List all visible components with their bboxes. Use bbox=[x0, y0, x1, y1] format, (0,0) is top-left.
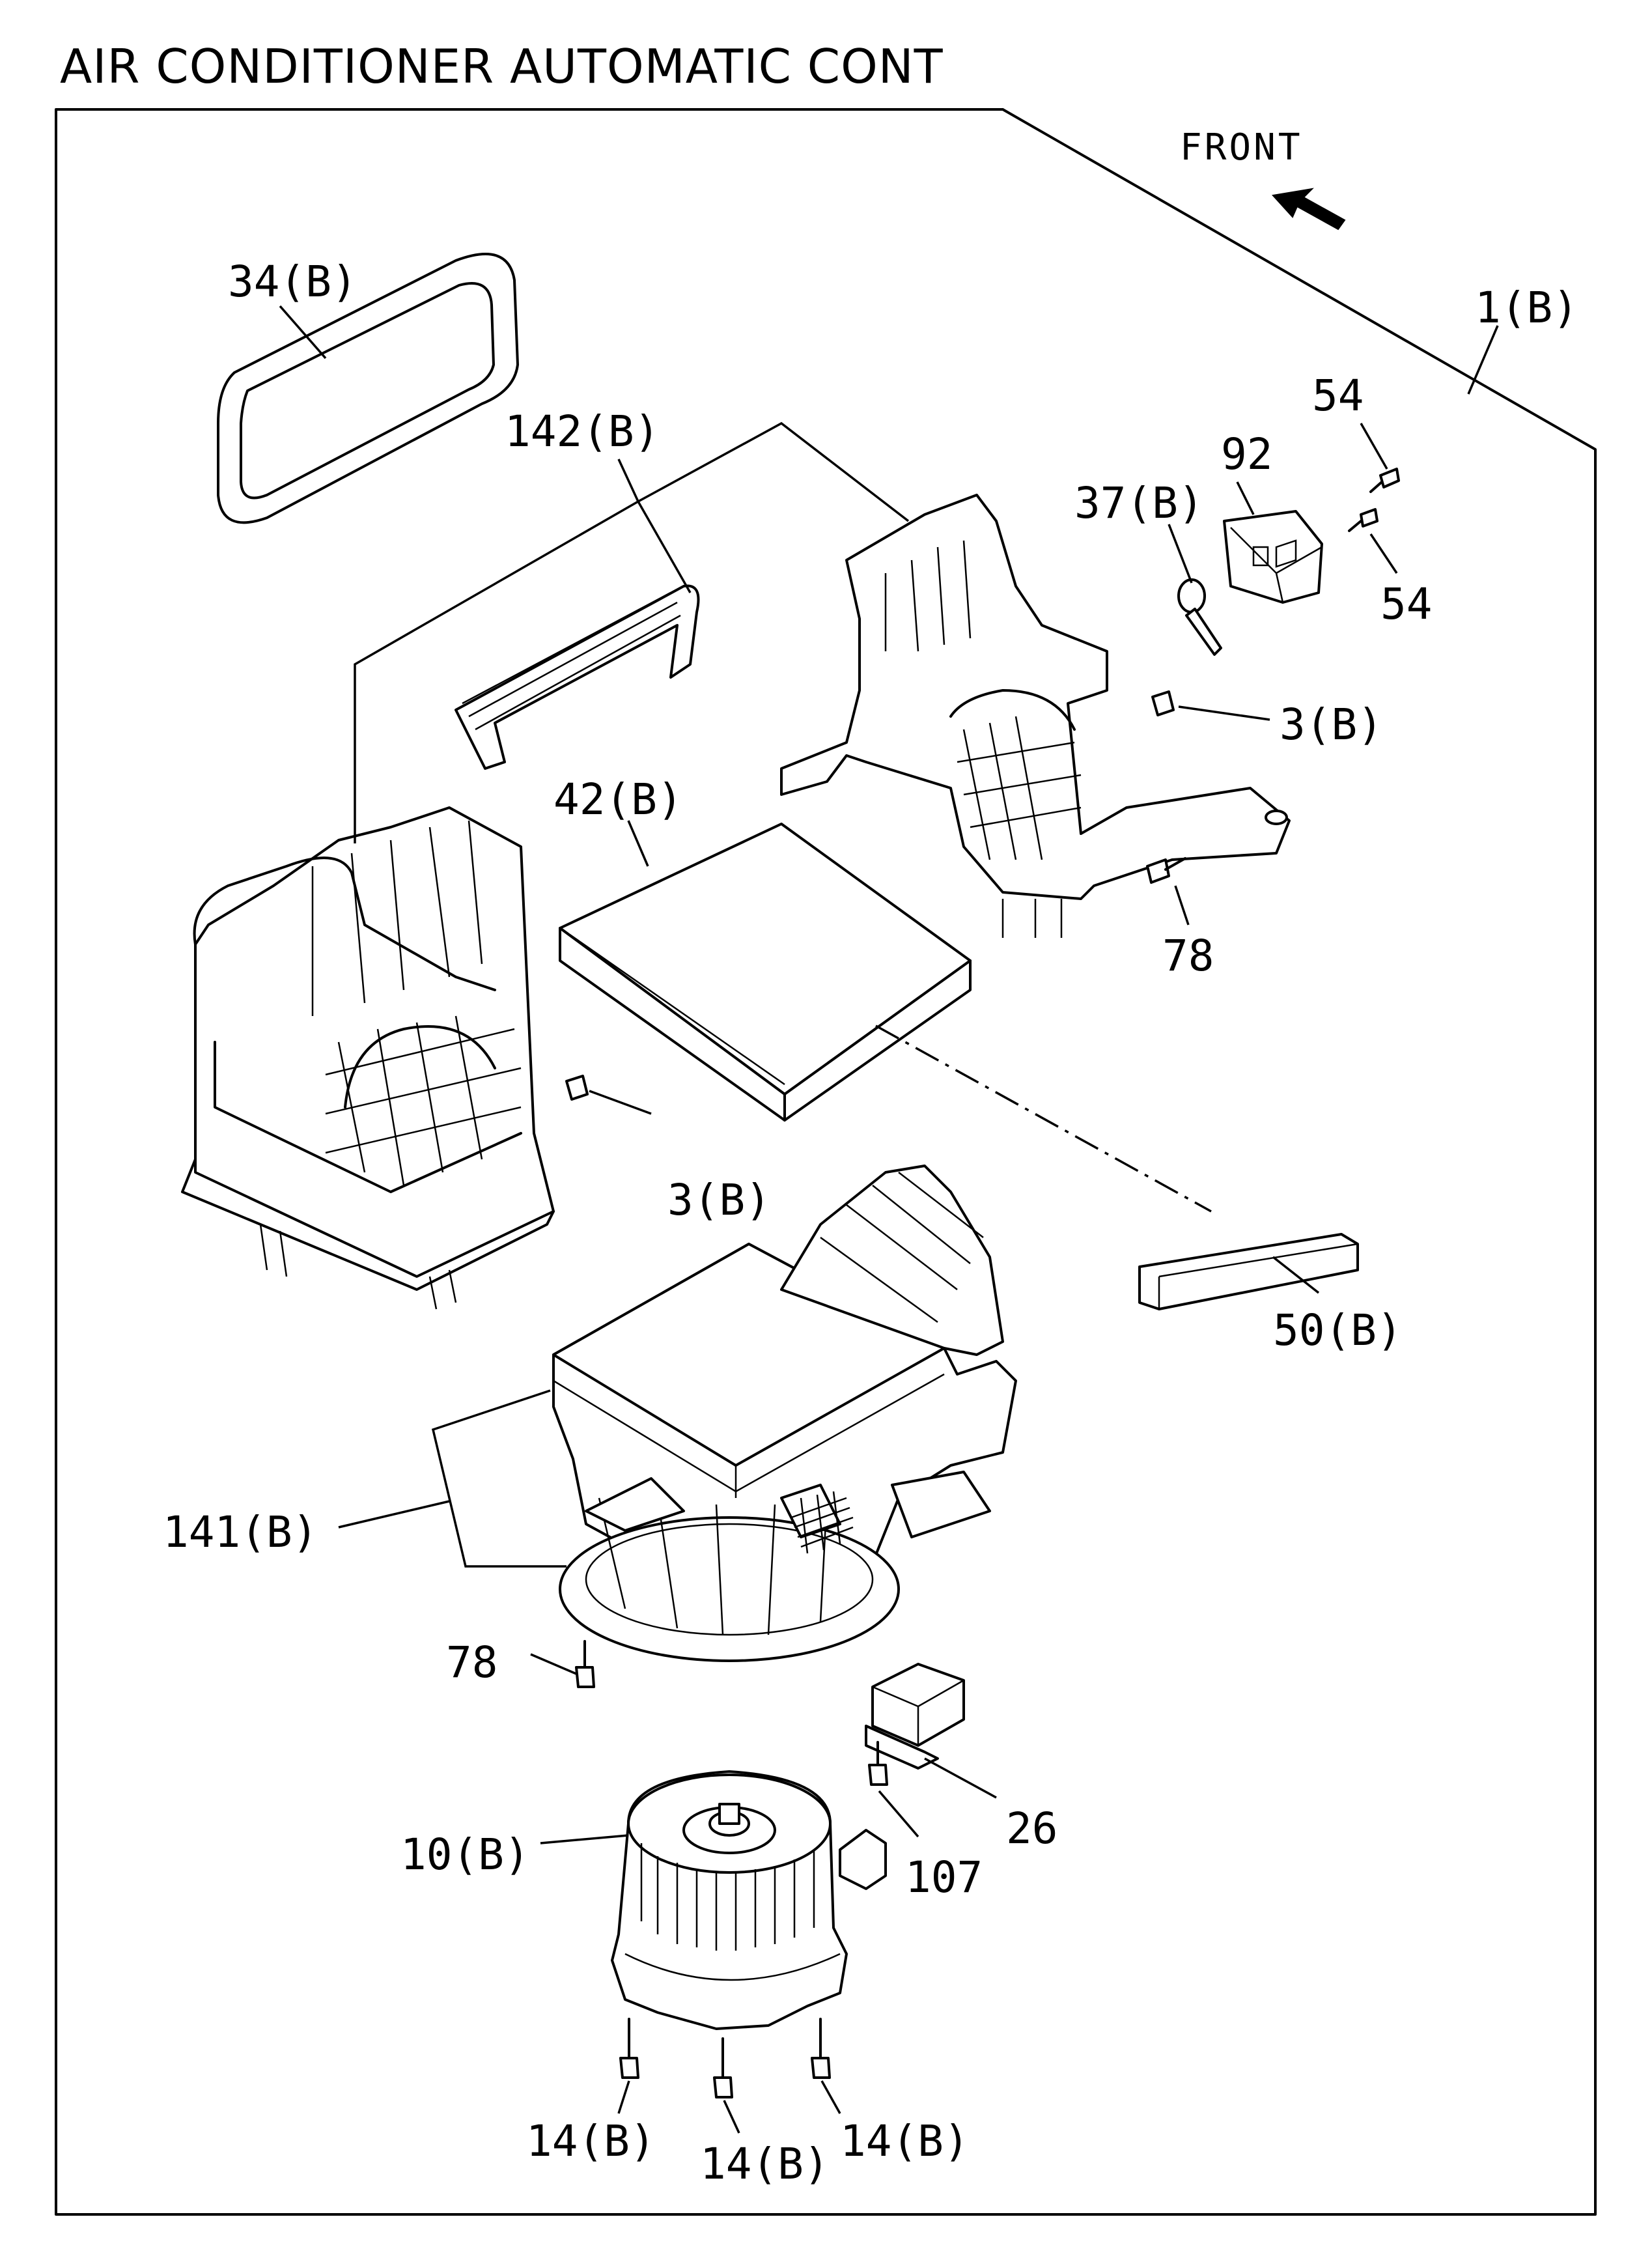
screw-78-upper bbox=[1146, 857, 1186, 884]
callout-10: 10(B) bbox=[400, 1829, 530, 1880]
leader-141 bbox=[431, 1389, 567, 1568]
callout-3-upper: 3(B) bbox=[1280, 699, 1383, 750]
part-50-cover bbox=[1138, 1233, 1359, 1310]
front-arrow-icon bbox=[1272, 188, 1346, 231]
callout-78-lower: 78 bbox=[446, 1637, 497, 1688]
callout-14-mid: 14(B) bbox=[700, 2139, 830, 2189]
callout-14-right: 14(B) bbox=[840, 2116, 970, 2166]
callout-142: 142(B) bbox=[505, 406, 660, 457]
part-92-control-unit bbox=[1223, 510, 1323, 604]
screw-107 bbox=[868, 1741, 888, 1786]
screw-54-lower bbox=[1348, 508, 1379, 532]
screw-14-mid bbox=[713, 2037, 733, 2098]
part-34-gasket bbox=[217, 253, 519, 524]
diagram-frame bbox=[55, 108, 1597, 2216]
screw-78-lower bbox=[575, 1640, 595, 1688]
callout-92: 92 bbox=[1221, 429, 1272, 479]
clip-3-upper bbox=[1151, 690, 1175, 716]
callout-42: 42(B) bbox=[553, 774, 683, 825]
callout-1: 1(B) bbox=[1475, 283, 1578, 333]
callout-37: 37(B) bbox=[1074, 478, 1204, 528]
front-label: FRONT bbox=[1180, 126, 1303, 169]
callout-50: 50(B) bbox=[1273, 1305, 1403, 1355]
callout-107: 107 bbox=[905, 1852, 983, 1902]
screw-14-left bbox=[619, 2018, 639, 2079]
clip-3-lower bbox=[565, 1075, 589, 1101]
screw-54-upper bbox=[1369, 468, 1400, 493]
callout-34: 34(B) bbox=[228, 257, 357, 307]
part-42-filter bbox=[559, 823, 972, 1122]
callout-141: 141(B) bbox=[163, 1507, 318, 1557]
part-10-blower-motor bbox=[611, 1770, 887, 2030]
screw-14-right bbox=[811, 2018, 831, 2079]
part-142-case-left bbox=[181, 806, 555, 1310]
part-141-blower-case bbox=[552, 1165, 1017, 1662]
callout-78-upper: 78 bbox=[1162, 931, 1214, 981]
callout-54-upper: 54 bbox=[1312, 371, 1364, 421]
diagram-title: AIR CONDITIONER AUTOMATIC CONT bbox=[60, 39, 944, 94]
part-142-case-right bbox=[780, 494, 1291, 938]
callout-3-lower: 3(B) bbox=[667, 1175, 771, 1225]
part-142-seal-strips bbox=[455, 584, 700, 770]
alignment-line bbox=[875, 1024, 1212, 1213]
part-37-lever bbox=[1177, 578, 1222, 656]
callout-14-left: 14(B) bbox=[526, 2116, 656, 2166]
callout-26: 26 bbox=[1006, 1803, 1057, 1854]
callout-54-lower: 54 bbox=[1380, 579, 1432, 629]
part-26-resistor bbox=[865, 1663, 965, 1770]
